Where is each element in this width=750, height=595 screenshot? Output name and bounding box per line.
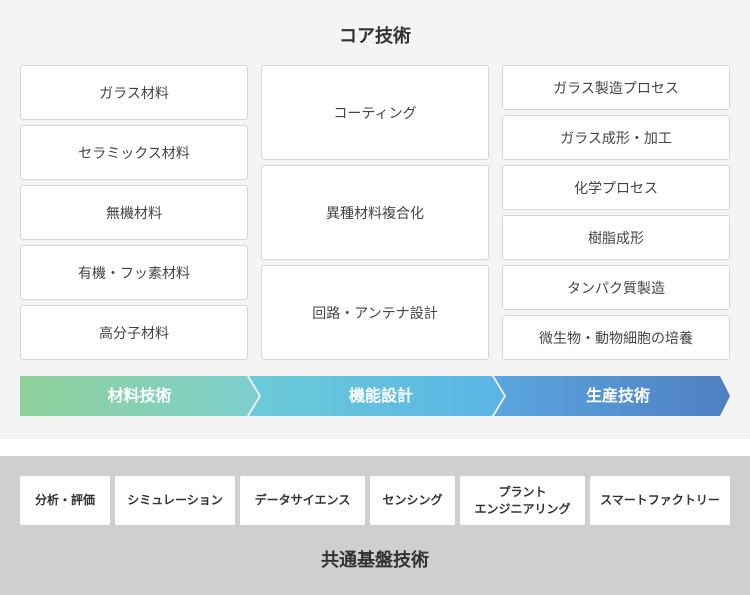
core-item-circuit-antenna: 回路・アンテナ設計 [261, 265, 489, 360]
core-technology-title: コア技術 [339, 26, 411, 47]
core-item-glass-forming: ガラス成形・加工 [502, 115, 730, 160]
arrow-label-materials: 材料技術 [107, 386, 172, 405]
arrow-segment-function [249, 376, 504, 416]
core-item-ceramic-materials: セラミックス材料 [20, 125, 248, 180]
core-item-glass-materials: ガラス材料 [20, 65, 248, 120]
core-item-composite: 異種材料複合化 [261, 165, 489, 260]
core-item-cell-culture: 微生物・動物細胞の培養 [502, 315, 730, 360]
arrow-segment-materials [20, 376, 259, 416]
arrow-label-production: 生産技術 [585, 386, 650, 405]
technology-arrow-band: 材料技術 機能設計 生産技術 [20, 376, 730, 416]
core-item-protein-production: タンパク質製造 [502, 265, 730, 310]
arrow-label-function: 機能設計 [348, 386, 413, 405]
base-item-analysis: 分析・評価 [20, 476, 110, 525]
base-item-smart-factory: スマートファクトリー [590, 476, 730, 525]
base-item-simulation: シミュレーション [115, 476, 235, 525]
core-item-resin-molding: 樹脂成形 [502, 215, 730, 260]
arrow-band-graphic [20, 376, 730, 416]
core-item-polymer-materials: 高分子材料 [20, 305, 248, 360]
core-item-glass-manufacturing: ガラス製造プロセス [502, 65, 730, 110]
core-technology-panel: コア技術 ガラス材料 セラミックス材料 無機材料 有機・フッ素材料 高分子材料 … [0, 0, 750, 439]
core-item-coating: コーティング [261, 65, 489, 160]
common-base-technology-panel: 分析・評価 シミュレーション データサイエンス センシング プラント エンジニア… [0, 456, 750, 595]
base-item-sensing: センシング [370, 476, 455, 525]
common-base-technology-title: 共通基盤技術 [321, 550, 429, 571]
base-item-data-science: データサイエンス [240, 476, 365, 525]
base-item-plant-engineering: プラント エンジニアリング [460, 476, 585, 525]
core-item-chemical-process: 化学プロセス [502, 165, 730, 210]
arrow-segment-production [494, 376, 730, 416]
core-item-inorganic-materials: 無機材料 [20, 185, 248, 240]
core-item-organic-fluorine-materials: 有機・フッ素材料 [20, 245, 248, 300]
